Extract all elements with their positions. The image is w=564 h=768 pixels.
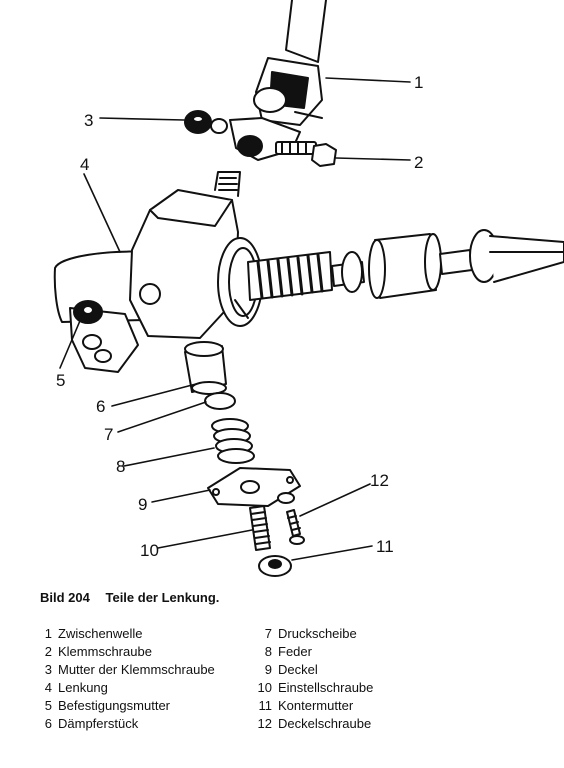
legend-item: 5 Befestigungsmutter	[40, 697, 215, 715]
cover	[207, 467, 301, 507]
callout-6: 6	[96, 397, 105, 416]
legend-item: 10 Einstellschraube	[255, 679, 374, 697]
legend-text: Deckel	[278, 662, 318, 677]
legend-number: 7	[264, 626, 272, 641]
legend-text: Deckelschraube	[278, 716, 372, 731]
callout-10: 10	[140, 541, 159, 560]
clamping-bolt	[275, 141, 337, 167]
legend-text: Feder	[278, 644, 312, 659]
callout-9: 9	[138, 495, 147, 514]
legend-item: 2 Klemmschraube	[40, 643, 215, 661]
parts-legend-left: 1 Zwischenwelle 2 Klemmschraube 3 Mutter de…	[40, 625, 215, 733]
callout-5: 5	[56, 371, 65, 390]
legend-number: 6	[44, 716, 52, 731]
adjusting-screw	[249, 505, 271, 551]
lock-nut	[258, 555, 292, 577]
legend-number: 3	[44, 662, 52, 677]
intermediate-shaft	[229, 0, 327, 161]
callout-3: 3	[84, 111, 93, 130]
callout-12: 12	[370, 471, 389, 490]
legend-text: Zwischenwelle	[58, 626, 143, 641]
legend-text: Befestigungsmutter	[58, 698, 171, 713]
legend-text: Einstellschraube	[278, 680, 374, 695]
legend-item: 4 Lenkung	[40, 679, 215, 697]
legend-number: 11	[258, 698, 273, 713]
cover-bolt	[277, 492, 305, 545]
legend-text: Klemmschraube	[58, 644, 152, 659]
damper-piece	[184, 341, 227, 395]
figure-caption: Bild 204 Teile der Lenkung.	[40, 590, 219, 605]
callout-1: 1	[414, 73, 423, 92]
figure-title: Teile der Lenkung.	[105, 590, 220, 605]
legend-text: Druckscheibe	[278, 626, 357, 641]
callout-4: 4	[80, 155, 89, 174]
legend-text: Kontermutter	[278, 698, 354, 713]
worm-shaft	[247, 229, 564, 301]
callout-2: 2	[414, 153, 423, 172]
parts-legend-right: 7 Druckscheibe 8 Feder 9 Deckel 10 Einstells…	[255, 625, 374, 733]
legend-number: 5	[44, 698, 52, 713]
clamping-nut	[184, 110, 228, 134]
callout-7: 7	[104, 425, 113, 444]
legend-item: 9 Deckel	[255, 661, 373, 679]
legend-number: 8	[264, 644, 272, 659]
legend-item: 7 Druckscheibe	[255, 625, 373, 643]
legend-item: 12 Deckelschraube	[255, 715, 373, 733]
legend-text: Mutter der Klemmschraube	[58, 662, 215, 677]
legend-number: 10	[257, 680, 272, 695]
legend-item: 11 Kontermutter	[255, 697, 373, 715]
steering-parts-drawing: 1 2 3 4 5 6 7 8 9 10 11 12	[53, 0, 564, 577]
legend-item: 6 Dämpferstück	[40, 715, 215, 733]
legend-item: 3 Mutter der Klemmschraube	[40, 661, 215, 679]
legend-item: 1 Zwischenwelle	[40, 625, 215, 643]
callout-11: 11	[376, 537, 394, 556]
legend-text: Lenkung	[58, 680, 108, 695]
callout-8: 8	[116, 457, 125, 476]
legend-number: 12	[257, 716, 272, 731]
legend-number: 4	[44, 680, 52, 695]
legend-item: 8 Feder	[255, 643, 373, 661]
steering-gear-housing	[53, 171, 263, 373]
legend-number: 1	[44, 626, 52, 641]
spring	[211, 418, 255, 464]
legend-number: 2	[44, 644, 52, 659]
pressure-disc	[204, 392, 236, 410]
legend-text: Dämpferstück	[58, 716, 139, 731]
figure-number: Bild 204	[40, 590, 90, 605]
legend-number: 9	[264, 662, 272, 677]
